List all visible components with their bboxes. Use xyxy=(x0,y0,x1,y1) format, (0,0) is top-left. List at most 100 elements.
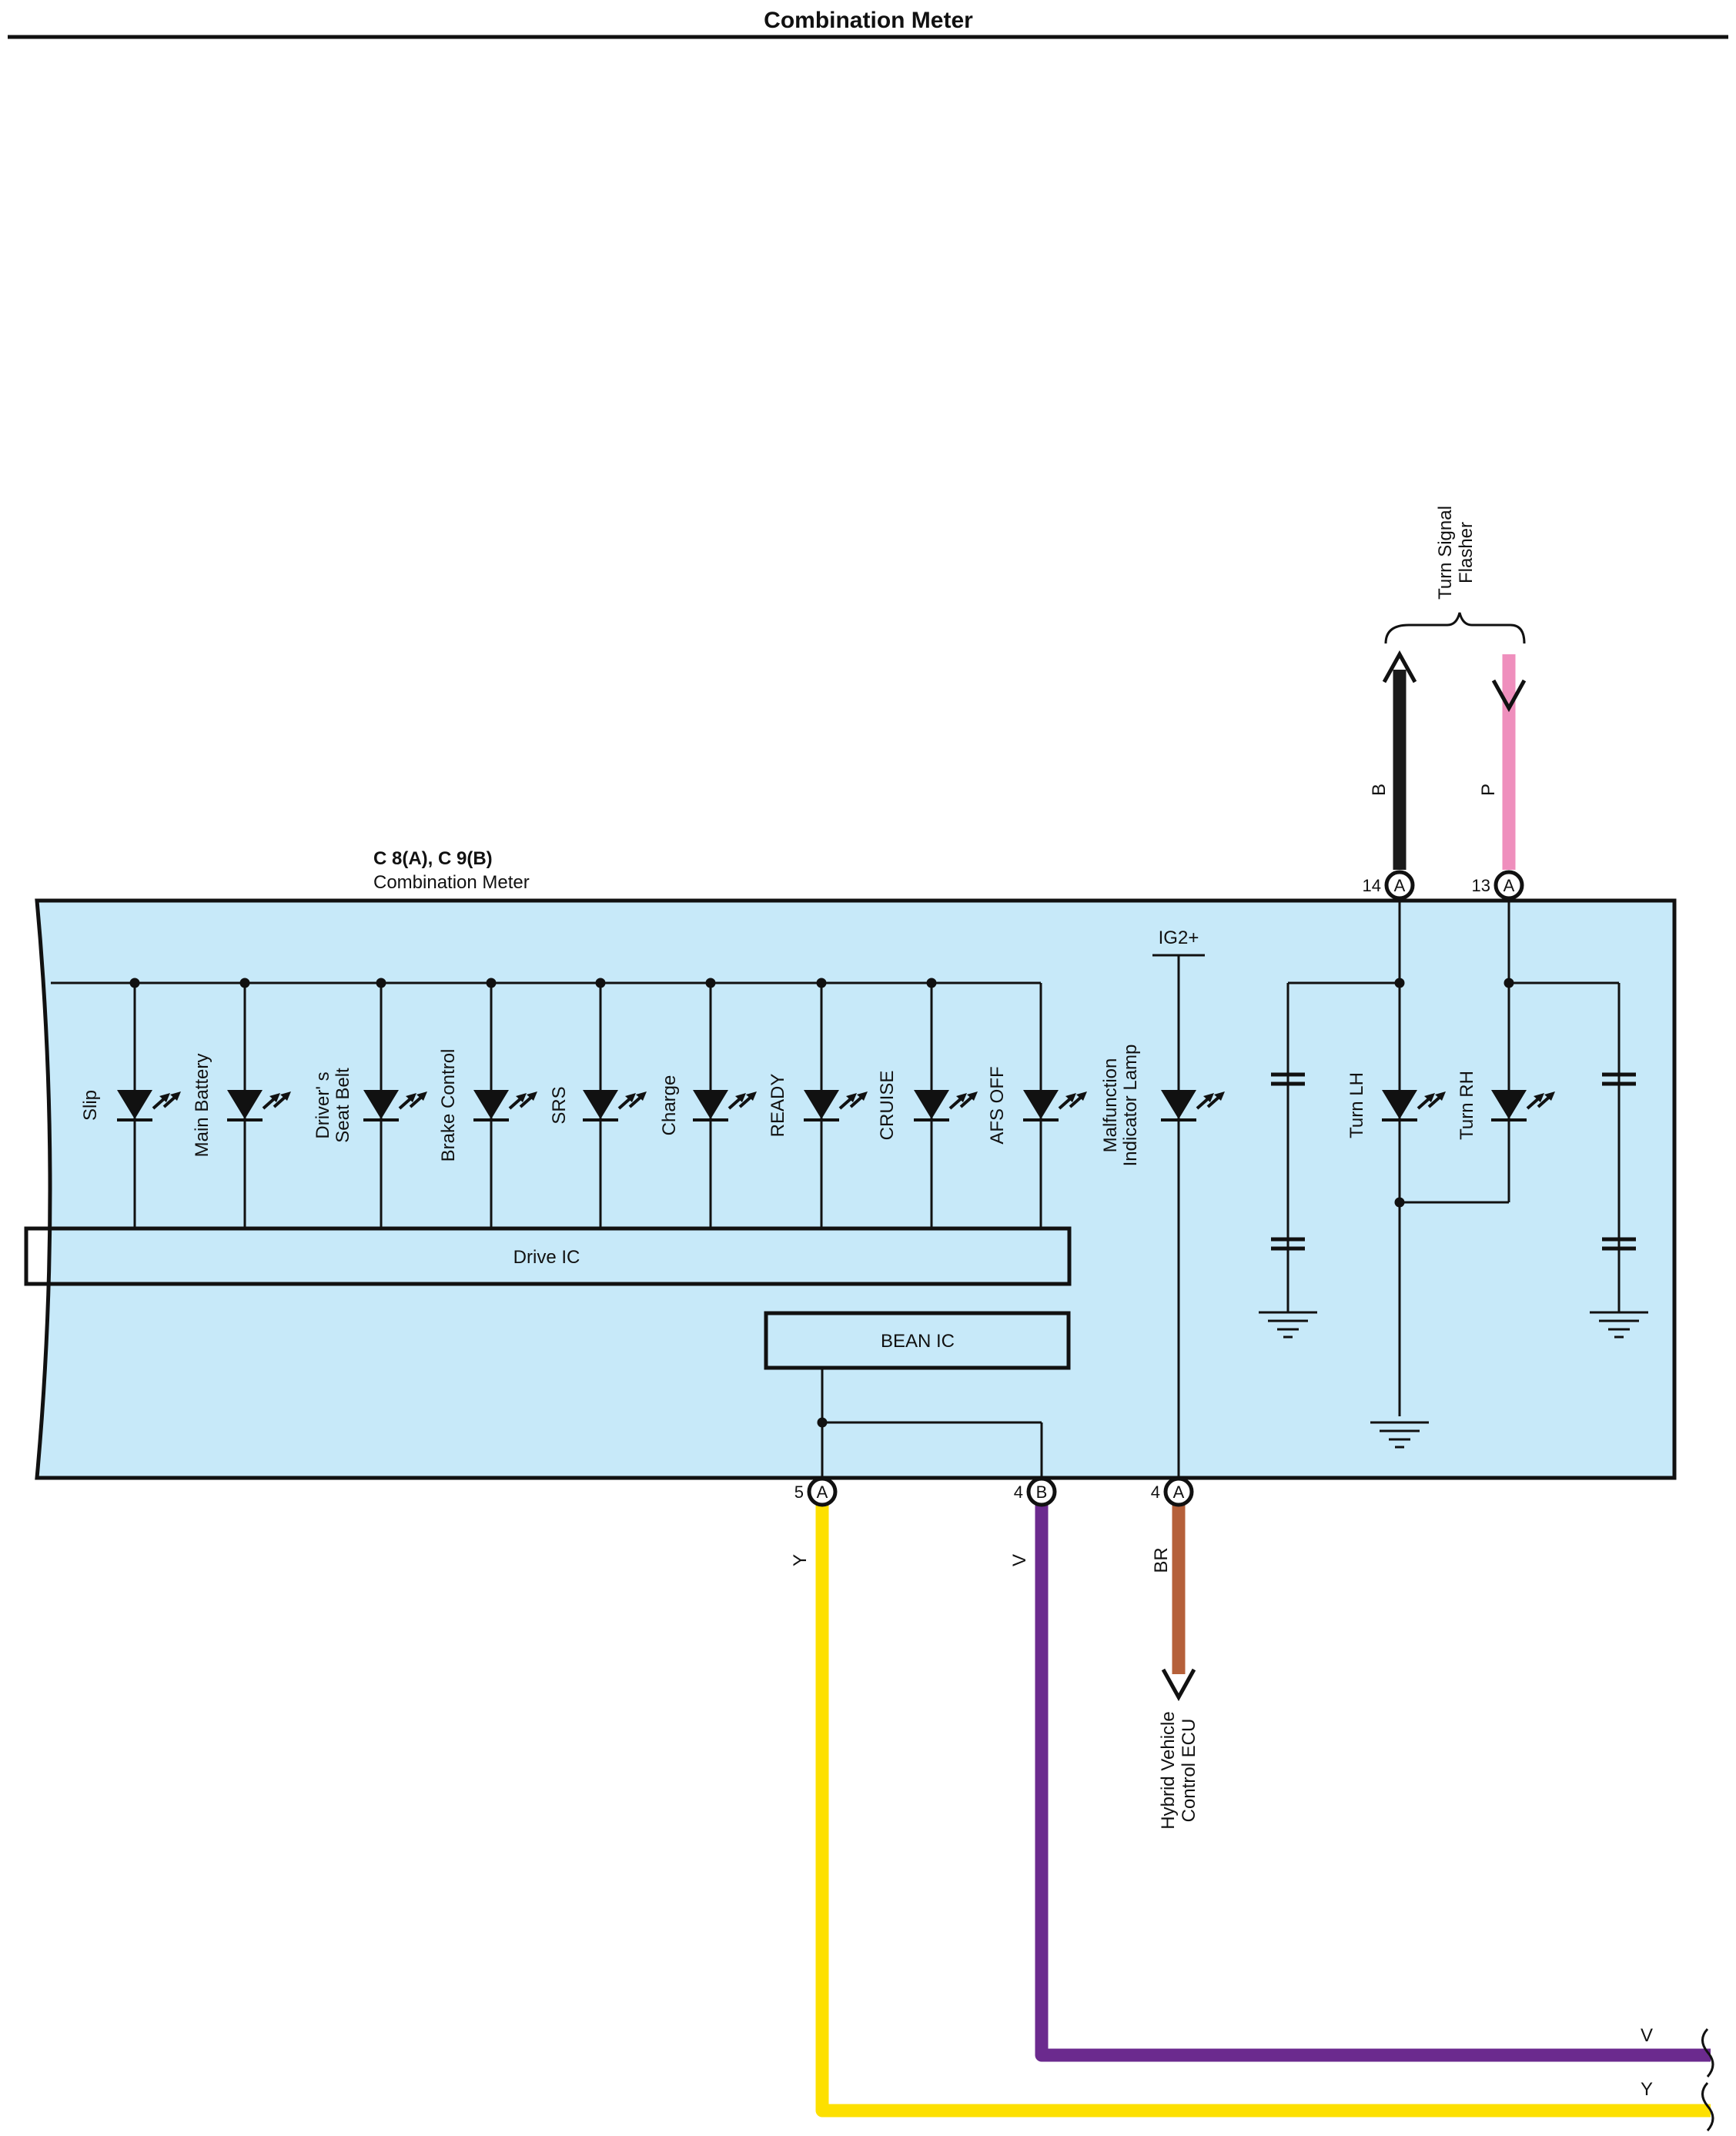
indicator-led-ray-head xyxy=(516,1093,527,1102)
pin-turn-rh-conn: A xyxy=(1504,876,1515,895)
bean-ic-label: BEAN IC xyxy=(881,1331,955,1352)
turn-rh-led xyxy=(1491,1090,1555,1121)
wire-break-violet xyxy=(1701,2027,1714,2078)
indicator-led-ray-head xyxy=(406,1093,416,1102)
bus-junction xyxy=(376,978,386,988)
indicator-led-triangle xyxy=(693,1090,728,1119)
drive-ic-box xyxy=(24,1226,1072,1286)
indicator-led-ray-head xyxy=(956,1093,967,1102)
turn-circuit xyxy=(1259,1072,1648,1449)
wire-code-yellow-end: Y xyxy=(1641,2079,1653,2100)
indicator-led-ray-head xyxy=(170,1091,181,1101)
mil-led xyxy=(1161,1090,1225,1121)
indicator-led-ray-head xyxy=(416,1091,427,1101)
indicator-led xyxy=(363,1090,427,1121)
arrow-black xyxy=(1382,650,1417,684)
bus-junction xyxy=(129,978,140,988)
indicator-led-ray-head xyxy=(625,1093,636,1102)
wire-code-yellow: Y xyxy=(790,1554,811,1566)
drive-ic-label: Drive IC xyxy=(513,1247,580,1268)
turn-lh-led-triangle xyxy=(1382,1090,1417,1119)
indicator-led-ray-head xyxy=(1065,1093,1076,1102)
flasher-label-line2: Flasher xyxy=(1456,522,1477,583)
arrow-pink xyxy=(1491,679,1527,713)
indicator-led xyxy=(804,1090,868,1121)
indicator-led-triangle xyxy=(363,1090,399,1119)
bean-junction xyxy=(817,1417,828,1428)
indicator-label: SRS xyxy=(549,1086,570,1124)
wire-violet xyxy=(1035,1505,1711,2062)
indicator-label: Brake Control xyxy=(438,1049,459,1162)
indicator-led xyxy=(1023,1090,1087,1121)
pin-turn-lh: A 14 xyxy=(1363,870,1415,901)
ecu-label-line2: Control ECU xyxy=(1179,1719,1199,1823)
indicator-label: Charge xyxy=(659,1075,680,1136)
pin-mil-conn: A xyxy=(1173,1482,1185,1502)
indicator-label: CRUISE xyxy=(877,1071,898,1141)
pin-turn-rh-number: 13 xyxy=(1472,876,1490,895)
pin-turn-lh-conn: A xyxy=(1394,876,1406,895)
indicator-led-ray-head xyxy=(846,1093,857,1102)
bus-junction xyxy=(705,978,716,988)
indicator-led-ray-head xyxy=(280,1091,291,1101)
indicator-led-ray-head xyxy=(735,1093,746,1102)
ecu-label-line1: Hybrid Vehicle xyxy=(1158,1711,1179,1829)
wire-yellow xyxy=(815,1505,1711,2118)
indicator-led-ray-head xyxy=(269,1093,280,1102)
pin-bean-v-circle xyxy=(1026,1476,1057,1507)
indicator-led-ray-head xyxy=(967,1091,978,1101)
turn-rh-led-ray-head xyxy=(1544,1091,1555,1101)
indicator-led xyxy=(473,1090,537,1121)
flasher-label-line1: Turn Signal xyxy=(1435,506,1456,600)
indicator-led-ray-head xyxy=(527,1091,537,1101)
indicator-label: Seat Belt xyxy=(333,1068,353,1143)
pin-bean-v-number: 4 xyxy=(1014,1482,1023,1502)
turn-lh-led xyxy=(1382,1090,1446,1121)
ground-left xyxy=(1259,1311,1317,1339)
pin-bean-y-number: 5 xyxy=(794,1482,804,1502)
indicator-label: Main Battery xyxy=(192,1054,212,1158)
indicator-led-triangle xyxy=(473,1090,509,1119)
page-title: Combination Meter xyxy=(764,8,973,33)
turn-rh-led-ray-head xyxy=(1534,1093,1544,1102)
mil-led-ray-head xyxy=(1203,1093,1214,1102)
ground-center xyxy=(1370,1421,1429,1449)
bean-ic-box xyxy=(764,1311,1071,1370)
capacitor-right-1 xyxy=(1602,1072,1636,1086)
capacitor-right-2 xyxy=(1602,1237,1636,1251)
indicator-led-triangle xyxy=(583,1090,618,1119)
indicator-led xyxy=(583,1090,647,1121)
indicator-led-triangle xyxy=(117,1090,152,1119)
pin-turn-rh-circle xyxy=(1493,870,1524,901)
flasher-brace xyxy=(1384,612,1526,644)
wire-code-pink: P xyxy=(1478,784,1499,796)
ground-right xyxy=(1590,1311,1648,1339)
mil-led-ray-head xyxy=(1214,1091,1225,1101)
wire-code-black: B xyxy=(1369,784,1390,796)
arrow-brown xyxy=(1161,1668,1196,1702)
pin-mil-circle xyxy=(1163,1476,1194,1507)
combination-meter-body xyxy=(35,898,1677,1480)
indicator-led-triangle xyxy=(914,1090,949,1119)
indicator-label: Driver' s xyxy=(313,1071,333,1138)
pin-turn-lh-number: 14 xyxy=(1363,876,1381,895)
pin-bean-v-conn: B xyxy=(1036,1482,1048,1502)
indicator-label: Indicator Lamp xyxy=(1120,1045,1141,1167)
bus-junction xyxy=(239,978,250,988)
indicator-led-triangle xyxy=(1023,1090,1059,1119)
indicator-label: READY xyxy=(768,1074,788,1138)
indicator-led-ray-head xyxy=(159,1093,170,1102)
bus-junction xyxy=(926,978,937,988)
indicator-label: Malfunction xyxy=(1100,1058,1121,1153)
capacitor-left-2 xyxy=(1271,1237,1305,1251)
pin-mil-number: 4 xyxy=(1151,1482,1160,1502)
pin-mil: A4 xyxy=(1151,1476,1194,1507)
wire-code-brown: BR xyxy=(1151,1547,1172,1573)
pin-turn-lh-circle xyxy=(1384,870,1415,901)
pin-bean-y-conn: A xyxy=(817,1482,828,1502)
turn-lh-led-ray-head xyxy=(1424,1093,1435,1102)
component-ref: C 8(A), C 9(B) xyxy=(373,848,493,869)
pin-bean-y: A5 xyxy=(794,1476,838,1507)
